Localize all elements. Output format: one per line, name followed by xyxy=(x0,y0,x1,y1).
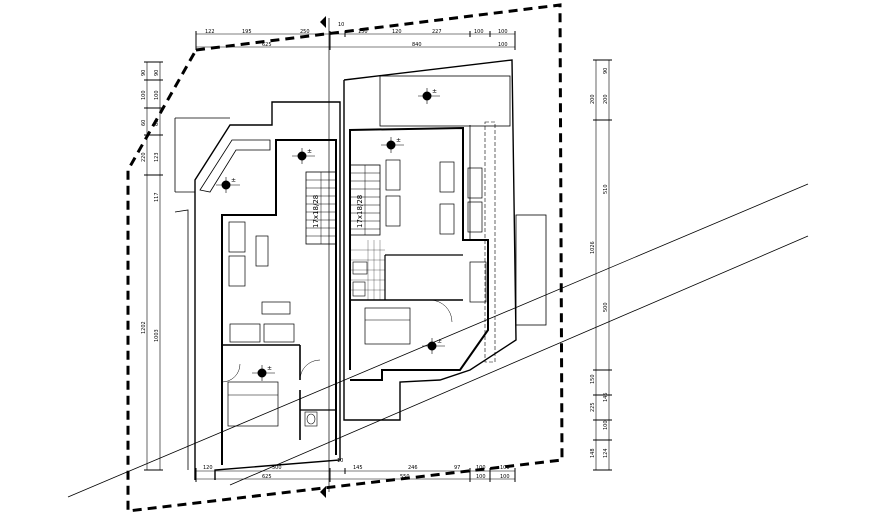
dimension-lines xyxy=(146,33,610,480)
top-dim-8: 100 xyxy=(474,29,484,35)
section-arrows xyxy=(320,16,326,498)
right-house xyxy=(343,59,547,421)
bottom-dim-4: 145 xyxy=(353,465,363,471)
bottom-dim-row2-4: 100 xyxy=(500,474,510,480)
level-mark-6 xyxy=(252,365,275,381)
bottom-dim-row2-1: 625 xyxy=(262,474,272,480)
level-text-2: ± xyxy=(307,148,312,155)
right-inner-dim-1: 200 xyxy=(603,94,609,104)
right-inner-dim-2: 510 xyxy=(603,184,609,194)
dimension-ticks xyxy=(144,31,612,482)
top-dim-1: 122 xyxy=(205,29,215,35)
right-inner-dim-9: 124 xyxy=(603,448,609,458)
right-inner-dim-7: 100 xyxy=(603,420,609,430)
level-text-5: ± xyxy=(437,338,442,345)
level-mark-1 xyxy=(418,88,440,104)
level-text-4: ± xyxy=(231,177,236,184)
top-dim-6: 120 xyxy=(392,29,402,35)
level-mark-2 xyxy=(292,148,315,164)
bottom-dim-1: 120 xyxy=(203,465,213,471)
left-inner-dim-2: 100 xyxy=(154,90,160,100)
road-line-lower xyxy=(229,235,809,486)
road-line-upper xyxy=(67,183,809,498)
bottom-dim-5: 246 xyxy=(408,465,418,471)
left-outer-dim-5: 1202 xyxy=(141,321,147,334)
level-text-1: ± xyxy=(432,88,437,95)
right-outer-dim-1: 90 xyxy=(603,68,609,74)
plot-boundary xyxy=(126,3,564,513)
left-inner-dim-5: 117 xyxy=(154,192,160,202)
bottom-dim-2: 500 xyxy=(272,465,282,471)
right-inner-dim-4: 150 xyxy=(590,374,596,384)
section-arrow-top xyxy=(320,16,326,28)
left-inner-dim-3: 60 xyxy=(154,120,160,126)
right-inner-dim-5: 225 xyxy=(590,402,596,412)
top-dim-9: 100 xyxy=(498,29,508,35)
bottom-dim-8: 100 xyxy=(500,465,510,471)
top-dim-row2-1: 625 xyxy=(262,42,272,48)
left-inner-dim-1: 90 xyxy=(154,70,160,76)
level-markers xyxy=(216,88,445,381)
top-dim-row2-2: 840 xyxy=(412,42,422,48)
bottom-dim-6: 97 xyxy=(454,465,460,471)
left-outer-dim-1: 90 xyxy=(141,70,147,76)
top-dim-row2-3: 100 xyxy=(498,42,508,48)
left-house xyxy=(174,101,341,480)
right-inner-dim-8: 148 xyxy=(590,448,596,458)
top-dim-4: 10 xyxy=(338,22,344,28)
stair-label-left: 17x18/28 xyxy=(312,195,320,228)
level-mark-4 xyxy=(216,177,240,193)
bottom-dim-row2-2: 550 xyxy=(400,474,410,480)
right-outer-dim-3: 1026 xyxy=(590,241,596,254)
left-outer-dim-3: 60 xyxy=(141,120,147,126)
level-text-6: ± xyxy=(267,365,272,372)
top-dim-2: 195 xyxy=(242,29,252,35)
level-text-3: ± xyxy=(396,137,401,144)
bottom-dim-row2-3: 100 xyxy=(476,474,486,480)
level-mark-5 xyxy=(422,338,445,354)
top-dim-7: 227 xyxy=(432,29,442,35)
top-dim-5: 150 xyxy=(358,29,368,35)
right-inner-dim-6: 145 xyxy=(603,392,609,402)
section-arrow-bottom xyxy=(320,486,326,498)
bottom-dim-3: 10 xyxy=(337,458,343,464)
right-outer-dim-2: 200 xyxy=(590,94,596,104)
left-outer-dim-4: 220 xyxy=(141,152,147,162)
left-inner-dim-6: 1003 xyxy=(154,329,160,342)
top-dim-3: 250 xyxy=(300,29,310,35)
bottom-dim-7: 100 xyxy=(476,465,486,471)
level-mark-3 xyxy=(381,137,404,153)
left-outer-dim-2: 100 xyxy=(141,90,147,100)
stair-label-right: 17x18/28 xyxy=(356,195,364,228)
right-inner-dim-3: 500 xyxy=(603,302,609,312)
left-inner-dim-4: 123 xyxy=(154,152,160,162)
